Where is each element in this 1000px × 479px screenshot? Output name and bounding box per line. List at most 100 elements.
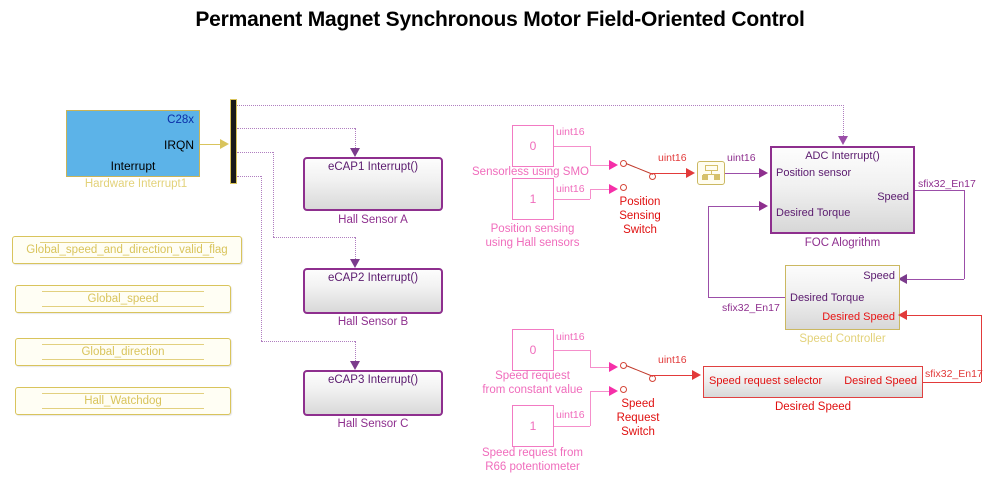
hardware-interrupt-output-port: IRQN — [164, 138, 194, 152]
wire-hall-to-switch-v — [590, 189, 591, 199]
arrowhead-speedswitch-in-top — [609, 362, 618, 372]
interrupt-demux-bar[interactable] — [230, 99, 237, 184]
wire-interrupt-to-ecap1-v — [355, 128, 356, 150]
speed-controller-port-desired-torque: Desired Torque — [790, 292, 865, 304]
position-sensing-switch[interactable] — [618, 152, 674, 194]
data-store-global-speed-and-direction-valid-flag[interactable]: Global_speed_and_direction_valid_flag — [12, 236, 242, 264]
wire-dspeed-to-ctrl-h — [905, 315, 981, 316]
wire-speedconst-to-switch-h1 — [554, 350, 590, 351]
signal-label-foc-speed-out: sfix32_En17 — [918, 178, 976, 190]
wire-foc-speed-out-v — [964, 190, 965, 279]
speed-controller-caption: Speed Controller — [799, 333, 886, 345]
data-store-global-speed[interactable]: Global_speed — [15, 285, 231, 313]
wire-torque-feedback-h-bottom — [708, 297, 786, 298]
data-store-label: Global_direction — [81, 346, 165, 358]
wire-speedconst-to-switch-h2 — [590, 367, 611, 368]
wire-interrupt-to-adc-v — [843, 105, 844, 138]
foc-port-top: ADC Interrupt() — [805, 150, 880, 162]
wire-speedpot-to-switch-v — [590, 391, 591, 426]
constant-position-sensing-hall[interactable]: 1 — [512, 178, 554, 220]
arrowhead-irqn-bus — [220, 139, 229, 149]
data-store-global-direction[interactable]: Global_direction — [15, 338, 231, 366]
wire-dspeed-out-h — [923, 382, 981, 383]
constant-speed-request-potentiometer[interactable]: 1 — [512, 405, 554, 447]
wire-speedpot-to-switch-h1 — [554, 426, 590, 427]
arrowhead-switch-in-top — [609, 160, 618, 170]
wire-smo-to-switch-h2 — [590, 165, 611, 166]
foc-algorithm-block[interactable]: ADC Interrupt() Position sensor Desired … — [770, 146, 915, 234]
constant-sensorless-smo[interactable]: 0 — [512, 125, 554, 167]
signal-label-uint16-smo: uint16 — [556, 126, 585, 138]
data-store-label: Global_speed_and_direction_valid_flag — [26, 244, 228, 256]
switch-lever — [625, 163, 654, 175]
hardware-interrupt-block-text: Interrupt — [110, 159, 156, 173]
switch-terminal-top — [620, 160, 627, 167]
wire-dspeed-out-v — [981, 315, 982, 382]
signal-label-uint16-speed-pot: uint16 — [556, 409, 585, 421]
wire-variant-to-foc — [725, 173, 761, 174]
hall-sensor-b-subsystem[interactable]: eCAP2 Interrupt() — [303, 268, 443, 314]
hall-sensor-c-subsystem[interactable]: eCAP3 Interrupt() — [303, 370, 443, 416]
signal-label-torque-feedback: sfix32_En17 — [722, 302, 780, 314]
switch-lever — [625, 365, 654, 377]
speed-switch-label-3: Switch — [621, 426, 655, 438]
hall-sensor-a-subsystem[interactable]: eCAP1 Interrupt() — [303, 157, 443, 211]
wire-foc-speed-out-h — [915, 190, 964, 191]
arrowhead-speedctl-speed-in — [898, 274, 907, 284]
page-title: Permanent Magnet Synchronous Motor Field… — [195, 8, 805, 31]
arrowhead-switch-in-bottom — [609, 184, 618, 194]
wire-interrupt-to-ecap3-v — [261, 176, 262, 341]
constant-value: 1 — [529, 419, 537, 433]
hall-sensor-b-caption: Hall Sensor B — [337, 316, 409, 328]
wire-hall-to-switch-h1 — [554, 199, 590, 200]
signal-label-uint16-speedswitch-out: uint16 — [658, 354, 687, 366]
wire-torque-feedback-h-top — [708, 206, 761, 207]
position-switch-label-3: Switch — [623, 224, 657, 236]
wire-smo-to-switch-h1 — [554, 146, 590, 147]
wire-smo-to-switch-v — [590, 146, 591, 165]
hall-sensor-b-port-label: eCAP2 Interrupt() — [327, 272, 419, 284]
wire-speedconst-to-switch-v — [590, 350, 591, 367]
constant-sensorless-smo-caption: Sensorless using SMO — [472, 166, 589, 178]
arrowhead-ecap2 — [350, 259, 360, 268]
arrowhead-variant-in — [686, 168, 695, 178]
constant-position-sensing-caption-2: using Hall sensors — [485, 237, 580, 249]
arrowhead-adc-interrupt — [838, 136, 848, 145]
wire-speedpot-to-switch-h2 — [590, 391, 611, 392]
position-switch-label-1: Position — [619, 196, 661, 208]
arrowhead-speedswitch-in-bottom — [609, 386, 618, 396]
constant-value: 0 — [529, 139, 537, 153]
speed-controller-block[interactable]: Speed Desired Torque Desired Speed — [785, 265, 900, 330]
wire-interrupt-to-ecap2-h2 — [273, 237, 355, 238]
data-store-hall-watchdog[interactable]: Hall_Watchdog — [15, 387, 231, 415]
wire-interrupt-to-adc-h — [237, 105, 844, 106]
arrowhead-speedctl-dspeed-in — [898, 310, 907, 320]
desired-speed-caption: Desired Speed — [774, 401, 852, 413]
signal-label-uint16-variant-out: uint16 — [727, 152, 756, 164]
hardware-interrupt-caption: Hardware Interrupt1 — [84, 178, 188, 190]
signal-label-uint16-hall: uint16 — [556, 183, 585, 195]
signal-label-uint16-switch-out: uint16 — [658, 152, 687, 164]
hall-sensor-c-caption: Hall Sensor C — [337, 418, 409, 430]
variant-subsystem-block[interactable] — [697, 161, 725, 185]
constant-speed-request-caption-2: from constant value — [482, 384, 583, 396]
hall-sensor-a-caption: Hall Sensor A — [338, 214, 408, 226]
constant-potentiometer-caption-1: Speed request from — [481, 447, 583, 459]
hardware-interrupt-block[interactable]: C28x IRQN Interrupt — [66, 110, 200, 177]
arrowhead-foc-torque-in — [759, 201, 768, 211]
constant-speed-request-constant[interactable]: 0 — [512, 329, 554, 371]
wire-torque-feedback-v — [708, 206, 709, 297]
wire-interrupt-to-ecap2-v2 — [355, 237, 356, 261]
switch-terminal-top — [620, 362, 627, 369]
desired-speed-block[interactable]: Speed request selector Desired Speed — [703, 366, 923, 398]
wire-interrupt-to-ecap2-h1 — [237, 152, 273, 153]
speed-switch-label-2: Request — [616, 412, 660, 424]
speed-switch-label-1: Speed — [621, 398, 655, 410]
foc-algorithm-caption: FOC Alogrithm — [804, 237, 881, 249]
variant-glyph-left — [702, 175, 708, 180]
desired-speed-port-in: Speed request selector — [709, 375, 823, 387]
hardware-interrupt-chip-label: C28x — [167, 114, 194, 126]
signal-label-uint16-speed-const: uint16 — [556, 331, 585, 343]
wire-interrupt-to-ecap3-h2 — [261, 341, 355, 342]
arrowhead-ecap3 — [350, 361, 360, 370]
